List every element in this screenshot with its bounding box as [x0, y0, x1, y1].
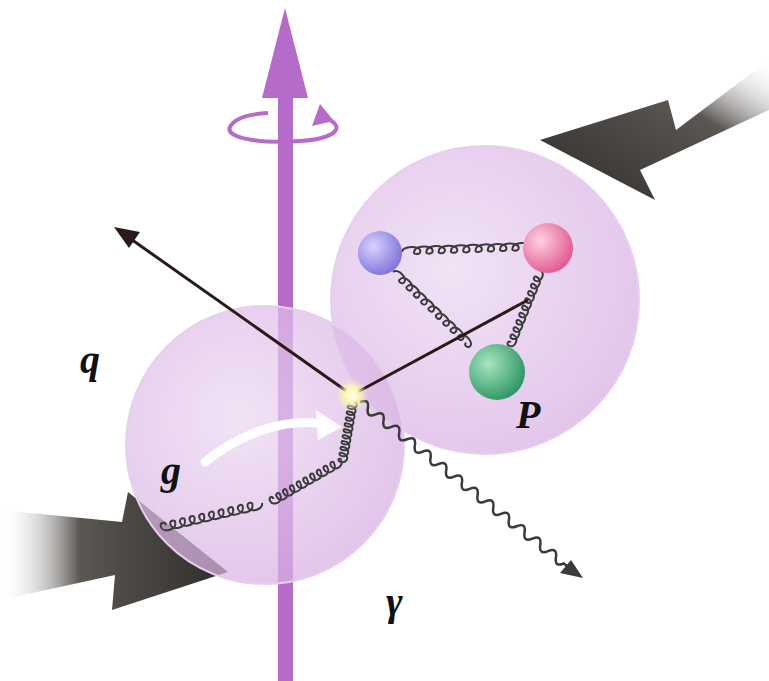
- photon-wave: [357, 398, 574, 573]
- gluon-spring: [160, 500, 263, 532]
- gluon-spring: [402, 243, 531, 255]
- spin-arrowhead: [262, 8, 308, 98]
- quark-pink: [523, 223, 573, 273]
- quark-blue: [358, 231, 402, 275]
- interaction-spark: [336, 379, 368, 411]
- parton-symbol: q: [80, 340, 100, 380]
- spin-rotation-head: [312, 104, 334, 126]
- parton-symbol: γ: [386, 582, 403, 622]
- spin-curl-arrow: [205, 423, 322, 462]
- quark-green: [469, 344, 525, 400]
- spin-curl-head: [316, 410, 342, 440]
- gluon-spring: [269, 457, 344, 505]
- photon-arrowhead: [560, 560, 583, 578]
- quark-line: [128, 237, 352, 395]
- quark-arrowhead: [114, 227, 140, 248]
- sphere: [126, 306, 404, 584]
- proton-sphere: g: [125, 305, 405, 585]
- particle-symbol: g: [161, 451, 181, 491]
- sphere-outline: [125, 305, 405, 585]
- particle-symbol: P: [516, 395, 540, 435]
